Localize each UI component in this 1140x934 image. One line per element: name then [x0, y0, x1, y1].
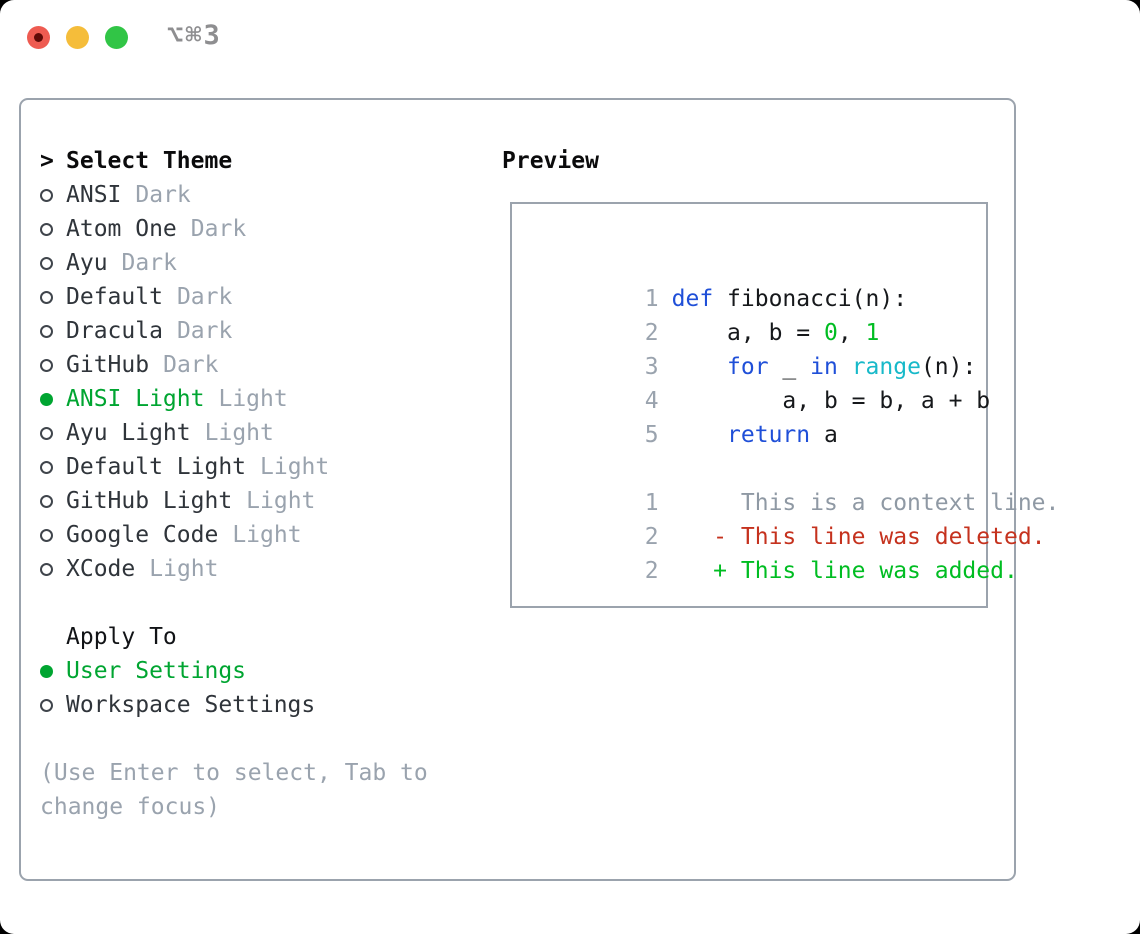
- radio-icon: [40, 256, 66, 270]
- traffic-lights: [27, 26, 128, 49]
- apply-to-header: Apply To: [66, 624, 177, 650]
- line-number: 2: [644, 320, 659, 346]
- select-theme-header-row: > Select Theme: [40, 144, 232, 178]
- radio-selected-icon: [40, 392, 66, 406]
- radio-selected-icon: [40, 664, 66, 678]
- help-text-line-2: change focus): [40, 794, 221, 820]
- radio-icon: [40, 188, 66, 202]
- apply-option-user-settings[interactable]: User Settings: [40, 654, 246, 688]
- radio-icon: [40, 290, 66, 304]
- radio-icon: [40, 528, 66, 542]
- help-text-line-1: (Use Enter to select, Tab to: [40, 760, 428, 786]
- radio-icon: [40, 222, 66, 236]
- line-number: 2: [644, 558, 659, 584]
- diff-added-line: 2 + This line was added.: [644, 558, 1018, 584]
- radio-icon: [40, 460, 66, 474]
- code-line-4: 4 a, b = b, a + b: [644, 388, 991, 414]
- code-line-2: 2 a, b = 0, 1: [644, 320, 880, 346]
- radio-icon: [40, 698, 66, 712]
- prompt-icon: >: [40, 148, 54, 174]
- preview-title: Preview: [502, 148, 599, 174]
- line-number: 3: [644, 354, 659, 380]
- zoom-button[interactable]: [105, 26, 128, 49]
- code-line-5: 5 return a: [644, 422, 838, 448]
- diff-deleted-line: 2 - This line was deleted.: [644, 524, 1046, 550]
- line-number: 2: [644, 524, 659, 550]
- radio-icon: [40, 562, 66, 576]
- apply-option-workspace-settings[interactable]: Workspace Settings: [40, 688, 315, 722]
- minimize-button[interactable]: [66, 26, 89, 49]
- line-number: 5: [644, 422, 659, 448]
- radio-icon: [40, 358, 66, 372]
- code-line-3: 3 for _ in range(n):: [644, 354, 977, 380]
- close-button-dot-icon: [34, 33, 43, 42]
- line-number: 4: [644, 388, 659, 414]
- line-number: 1: [644, 286, 659, 312]
- select-theme-title: Select Theme: [66, 148, 233, 174]
- close-button[interactable]: [27, 26, 50, 49]
- radio-icon: [40, 324, 66, 338]
- diff-context-line: 1 This is a context line.: [644, 490, 1060, 516]
- radio-icon: [40, 494, 66, 508]
- line-number: 1: [644, 490, 659, 516]
- radio-icon: [40, 426, 66, 440]
- window-title: ⌥⌘3: [167, 20, 222, 51]
